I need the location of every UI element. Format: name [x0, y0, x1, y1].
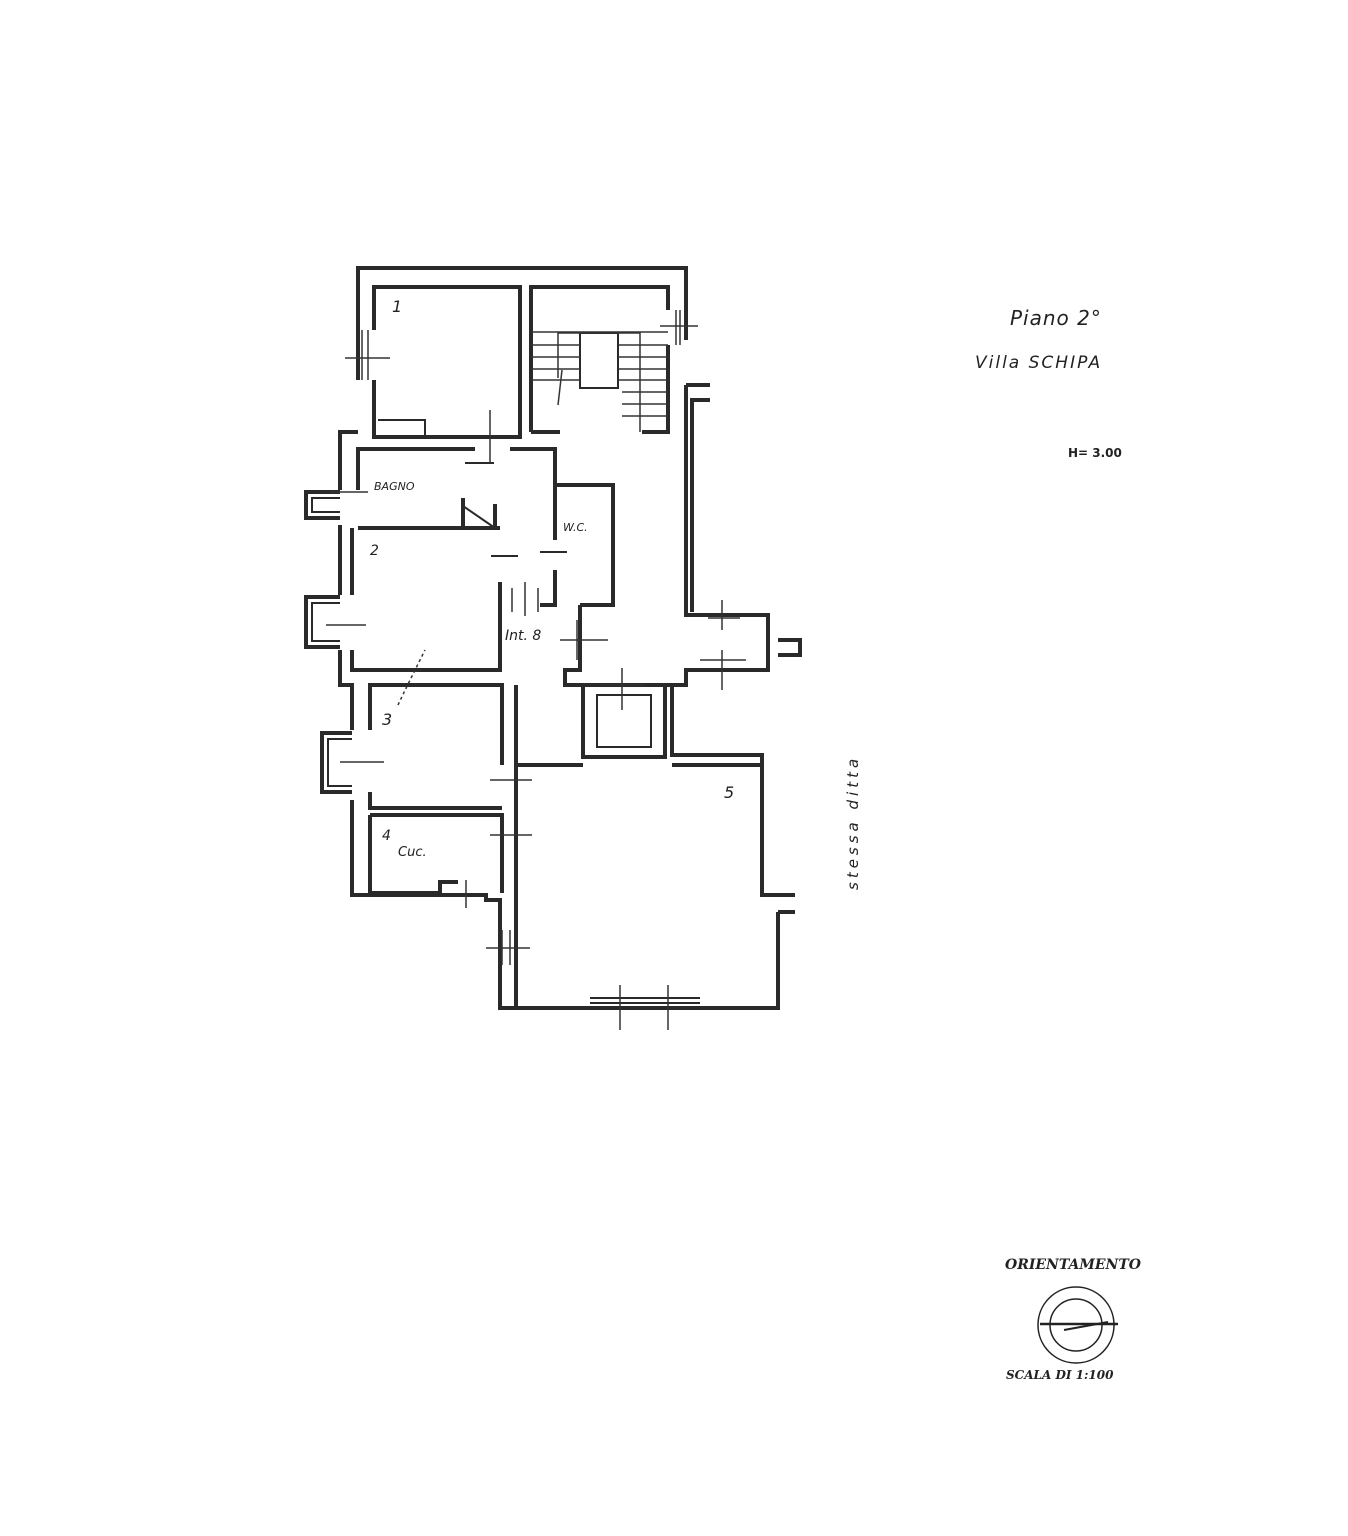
- cucina-label: Cuc.: [398, 845, 427, 860]
- unit-label: Int. 8: [505, 628, 541, 644]
- ceiling-height: H= 3.00: [1068, 446, 1122, 460]
- bagno-label: BAGNO: [374, 480, 415, 493]
- openings: [326, 310, 795, 1030]
- room-4-label: 4: [382, 828, 391, 844]
- room-5-label: 5: [724, 783, 734, 802]
- compass-icon: [1037, 1286, 1118, 1364]
- building-name: Villa SCHIPA: [975, 353, 1103, 373]
- floor-title: Piano 2°: [1010, 306, 1102, 330]
- room-1-label: 1: [392, 297, 402, 316]
- room-3-label: 3: [382, 710, 392, 729]
- orientation-label: ORIENTAMENTO: [1005, 1257, 1141, 1273]
- side-note: stessa ditta: [844, 755, 862, 890]
- staircase: [529, 285, 670, 434]
- pencil-mark: [397, 649, 426, 706]
- interior-walls: [350, 447, 762, 1008]
- wc-label: W.C.: [563, 521, 588, 534]
- room-2-label: 2: [370, 543, 379, 559]
- scale-label: SCALA DI 1:100: [1006, 1368, 1114, 1382]
- balconies: [304, 490, 352, 794]
- room-1-walls: [372, 285, 522, 439]
- outer-walls: [338, 266, 802, 1010]
